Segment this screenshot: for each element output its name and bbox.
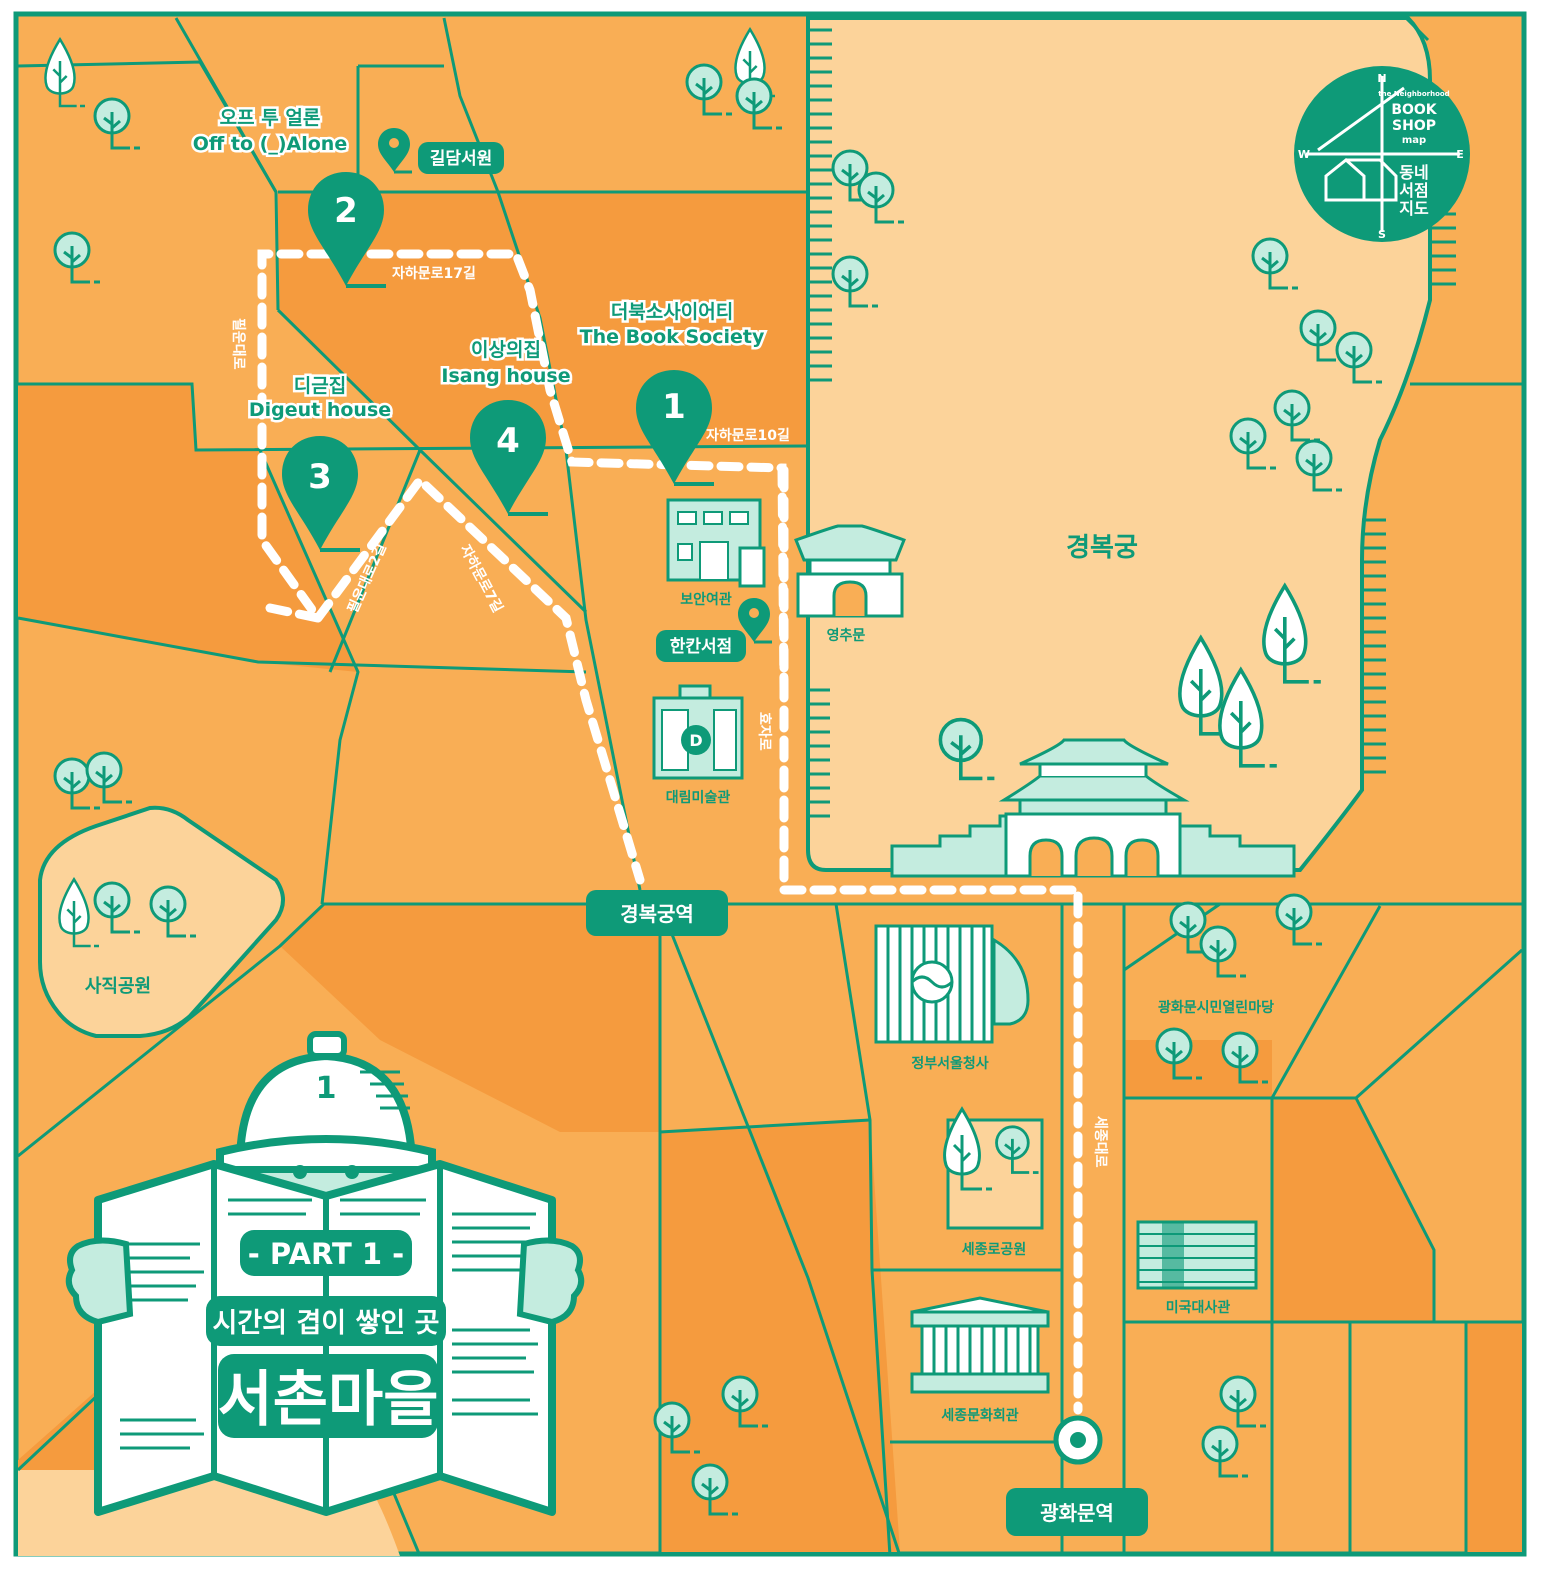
stop-pin-2-number: 2 [334, 191, 358, 231]
road-sejong: 세종대로 [1092, 1116, 1108, 1168]
svg-text:경복궁역: 경복궁역 [620, 902, 694, 926]
sejong-center-illustration [910, 1296, 1050, 1394]
compass-s: S [1378, 228, 1386, 241]
stop-1-kr: 더북소사이어티 [611, 301, 733, 323]
palace-label: 경복궁 [1066, 533, 1138, 563]
compass-kr-3: 지도 [1399, 199, 1429, 218]
boan-label: 보안여관 [680, 591, 732, 608]
boan-building-illustration [666, 498, 766, 588]
compass-kr-2: 서점 [1399, 181, 1428, 200]
us-embassy-label: 미국대사관 [1166, 1299, 1231, 1316]
compass-e: E [1456, 148, 1464, 161]
daelim-building-illustration: D [652, 684, 744, 780]
compass-badge: N S E W the Neighborhood BOOK SHOP map 동… [1294, 66, 1470, 242]
gov-complex-label: 정부서울청사 [911, 1055, 988, 1072]
hankan-label[interactable]: 한칸서점 [656, 630, 746, 662]
sejong-center-label: 세종문화회관 [941, 1407, 1018, 1424]
yeongchumun-label: 영추문 [827, 627, 866, 644]
poster-subtitle: 시간의 겹이 쌓인 곳 [213, 1308, 440, 1339]
daelim-label: 대림미술관 [666, 789, 731, 806]
stop-3-en: Digeut house [249, 399, 391, 421]
compass-title-map: map [1402, 135, 1426, 146]
road-pilun: 필운대로 [230, 318, 247, 370]
stop-pin-1-number: 1 [662, 387, 686, 427]
stop-pin-1[interactable]: 1 [634, 368, 716, 486]
compass-title-book: BOOK [1391, 102, 1437, 118]
sajik-park-area [38, 805, 285, 1038]
stop-3-kr: 디귿집 [294, 375, 346, 397]
stop-4-en: Isang house [441, 365, 570, 387]
gildam-label[interactable]: 길담서원 [418, 142, 504, 174]
sejongro-park-label: 세종로공원 [962, 1242, 1026, 1258]
gwanghwamun-gate-illustration [890, 738, 1296, 878]
government-complex-illustration [874, 924, 1030, 1044]
svg-text:한칸서점: 한칸서점 [670, 637, 733, 657]
compass-n: N [1377, 72, 1386, 85]
compass-kr-1: 동네 [1399, 163, 1428, 182]
stop-pin-3-number: 3 [308, 457, 332, 497]
stop-pin-2[interactable]: 2 [306, 170, 388, 288]
part1-poster: 1 - PART 1 - 시간의 겹이 쌓인 곳 서촌마을 [65, 1031, 585, 1516]
stop-pin-4[interactable]: 4 [468, 398, 550, 516]
stop-2-kr: 오프 투 얼론 [220, 107, 321, 129]
svg-text:D: D [689, 731, 702, 750]
road-17: 자하문로17길 [392, 265, 476, 282]
road-hyoja: 효자로 [756, 712, 772, 751]
gwanghwamun-station-label[interactable]: 광화문역 [1006, 1488, 1148, 1536]
helmet-number: 1 [316, 1071, 337, 1106]
compass-w: W [1298, 148, 1310, 161]
stop-pin-4-number: 4 [496, 421, 520, 461]
stop-2-en: Off to (_)Alone [193, 133, 347, 155]
place-labels: 경복궁 영추문 보안여관 대림미술관 사직공원 정부서울청사 세종로공원 세종문… [85, 533, 1274, 1424]
svg-text:광화문역: 광화문역 [1040, 1501, 1114, 1525]
stop-1-en: The Book Society [580, 326, 765, 348]
stop-labels: 더북소사이어티 The Book Society 오프 투 얼론 Off to … [190, 105, 767, 424]
poster-title: 서촌마을 [218, 1365, 439, 1435]
sajik-park-label: 사직공원 [85, 976, 151, 997]
yeongchumun-gate-illustration [794, 524, 906, 618]
gyeongbokgung-station-label[interactable]: 경복궁역 [586, 890, 728, 936]
gildam-pin-icon[interactable] [378, 128, 412, 174]
stop-4-kr: 이상의집 [471, 339, 541, 361]
hankan-pin-icon[interactable] [738, 598, 772, 644]
us-embassy-illustration [1136, 1220, 1258, 1290]
stop-pin-3[interactable]: 3 [280, 434, 362, 552]
part-label: - PART 1 - [248, 1237, 404, 1271]
plaza-label: 광화문시민열린마당 [1158, 999, 1274, 1016]
compass-title-shop: SHOP [1392, 118, 1436, 134]
compass-title-small: the Neighborhood [1378, 90, 1449, 98]
road-10: 자하문로10길 [706, 427, 790, 444]
street-network [16, 16, 1523, 1557]
svg-text:길담서원: 길담서원 [430, 149, 493, 169]
